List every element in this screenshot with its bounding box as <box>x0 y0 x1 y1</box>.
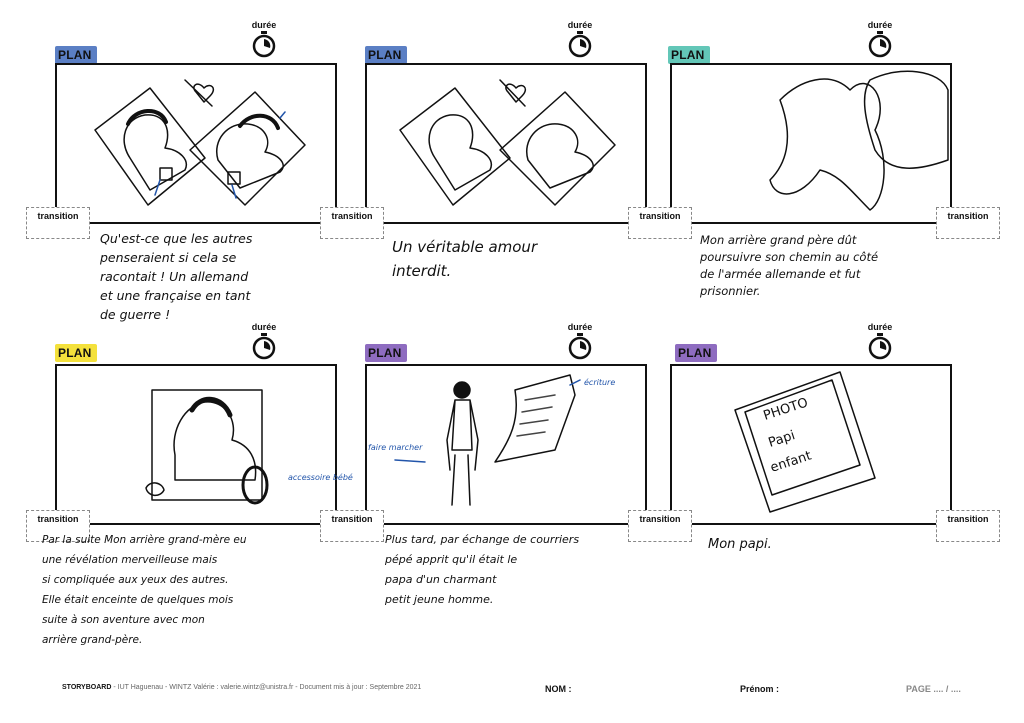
stopwatch-icon <box>568 333 592 360</box>
note-ecriture: écriture <box>584 377 615 387</box>
shot-caption: Par la suite Mon arrière grand-mère eu u… <box>42 534 247 646</box>
blue-arrow-sketch <box>394 379 581 463</box>
footer-credits-text: - IUT Haguenau - WINTZ Valérie : valerie… <box>111 684 422 691</box>
duration-indicator: durée <box>560 322 600 365</box>
portrait-frame-left-sketch <box>399 87 511 206</box>
portrait-frame-right-sketch <box>499 91 616 206</box>
shot-frame <box>670 63 952 224</box>
transition-box-right[interactable]: transition <box>936 510 1000 542</box>
blob-figure-sketch <box>769 78 885 211</box>
transition-label: transition <box>639 211 681 221</box>
note-baby-accessory: accessoire bébé <box>288 472 353 482</box>
silhouette-sketch <box>526 123 594 189</box>
duration-label: durée <box>251 20 277 30</box>
duration-indicator: durée <box>244 322 284 365</box>
transition-box[interactable]: transition <box>26 510 90 542</box>
duration-indicator: durée <box>244 20 284 63</box>
duration-indicator: durée <box>860 20 900 63</box>
duration-label: durée <box>567 322 593 332</box>
transition-box-right[interactable]: transition <box>936 207 1000 239</box>
shot-caption: Un véritable amour interdit. <box>392 238 538 280</box>
baby-accessory-sketch <box>241 465 269 505</box>
transition-label: transition <box>37 211 79 221</box>
transition-label: transition <box>947 211 989 221</box>
blob-sketch <box>145 482 165 497</box>
photo-text-line-3: enfant <box>769 449 814 476</box>
duration-indicator: durée <box>860 322 900 365</box>
portrait-frame-right-sketch <box>189 91 306 206</box>
heart-arrow-sketch <box>184 79 215 107</box>
transition-label: transition <box>331 211 373 221</box>
transition-box[interactable]: transition <box>320 207 384 239</box>
transition-label: transition <box>331 514 373 524</box>
transition-box[interactable]: transition <box>628 510 692 542</box>
stopwatch-icon <box>868 333 892 360</box>
polaroid-photo-sketch <box>734 371 876 513</box>
transition-label: transition <box>947 514 989 524</box>
portrait-frame-left-sketch <box>94 87 206 206</box>
silhouette-sketch <box>428 114 492 191</box>
name-field-label: NOM : <box>545 684 572 694</box>
footer-storyboard-label: STORYBOARD <box>62 684 112 691</box>
standing-figure-sketch <box>446 381 479 506</box>
photo-text-line-2: Papi <box>767 428 797 451</box>
stopwatch-icon <box>568 31 592 58</box>
photo-text-line-1: PHOTO <box>762 395 810 423</box>
transition-label: transition <box>639 514 681 524</box>
heart-arrow-sketch <box>499 79 527 107</box>
letter-sketch <box>494 374 576 463</box>
note-faire-marcher: faire marcher <box>368 443 423 452</box>
polaroid-inner-sketch <box>744 379 861 496</box>
firstname-field-label: Prénom : <box>740 684 780 694</box>
duration-label: durée <box>867 322 893 332</box>
shot-frame <box>55 364 337 525</box>
portrait-frame-sketch <box>151 389 263 501</box>
blob-shape-sketch <box>863 70 949 169</box>
footer-credits: STORYBOARD - IUT Haguenau - WINTZ Valéri… <box>62 684 421 691</box>
transition-box[interactable]: transition <box>320 510 384 542</box>
transition-box[interactable]: transition <box>628 207 692 239</box>
duration-label: durée <box>867 20 893 30</box>
duration-label: durée <box>251 322 277 332</box>
blue-arrow-sketch <box>154 111 286 199</box>
stopwatch-icon <box>252 333 276 360</box>
transition-box[interactable]: transition <box>26 207 90 239</box>
duration-indicator: durée <box>560 20 600 63</box>
hair-sketch <box>189 396 233 418</box>
shot-caption: Plus tard, par échange de courriers pépé… <box>385 533 580 606</box>
shot-caption: Mon papi. <box>708 537 772 552</box>
duration-label: durée <box>567 20 593 30</box>
page-number: PAGE .... / .... <box>906 684 961 694</box>
transition-label: transition <box>37 514 79 524</box>
shot-caption: Mon arrière grand père dût poursuivre so… <box>700 233 879 298</box>
letter-lines-sketch <box>516 394 556 437</box>
shot-caption: Qu'est-ce que les autres penseraient si … <box>100 231 253 322</box>
silhouette-sketch <box>173 401 257 481</box>
stopwatch-icon <box>868 31 892 58</box>
stopwatch-icon <box>252 31 276 58</box>
